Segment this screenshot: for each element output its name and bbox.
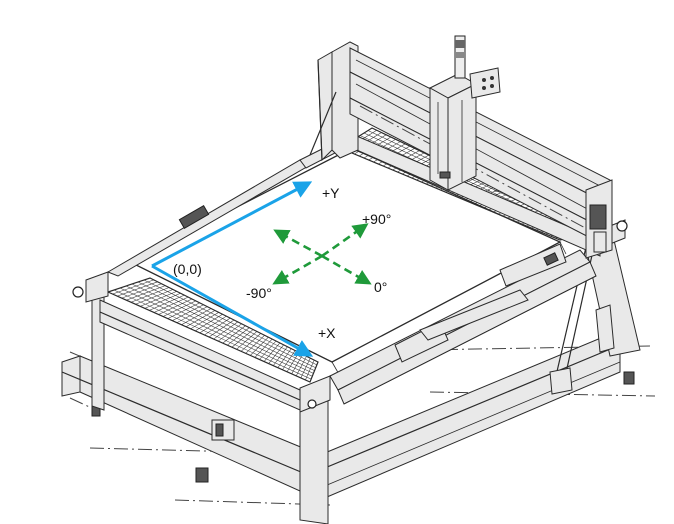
spindle-head: [428, 35, 501, 191]
plus-90-arrow: [321, 223, 369, 258]
plus-90-label: +90°: [362, 211, 391, 227]
x-axis-arrow: [151, 264, 314, 357]
rotation-arrows: [272, 223, 372, 285]
zero-deg-label: 0°: [374, 279, 387, 295]
right-rail: [329, 243, 597, 405]
gantry: [309, 41, 615, 353]
base-frame: [61, 329, 635, 501]
minus-90-arrow: [272, 254, 323, 285]
plus-x-label: +X: [318, 325, 336, 341]
plus-y-label: +Y: [322, 185, 340, 201]
zero-deg-arrow: [321, 254, 372, 285]
labels: (0,0) +X +Y +90° -90° 0°: [173, 185, 391, 341]
coordinate-axes: [151, 181, 314, 357]
y-axis-arrow: [151, 181, 313, 268]
minus-90-label: -90°: [246, 285, 272, 301]
plus-90-back-arrow: [273, 229, 323, 258]
origin-label: (0,0): [173, 261, 202, 277]
